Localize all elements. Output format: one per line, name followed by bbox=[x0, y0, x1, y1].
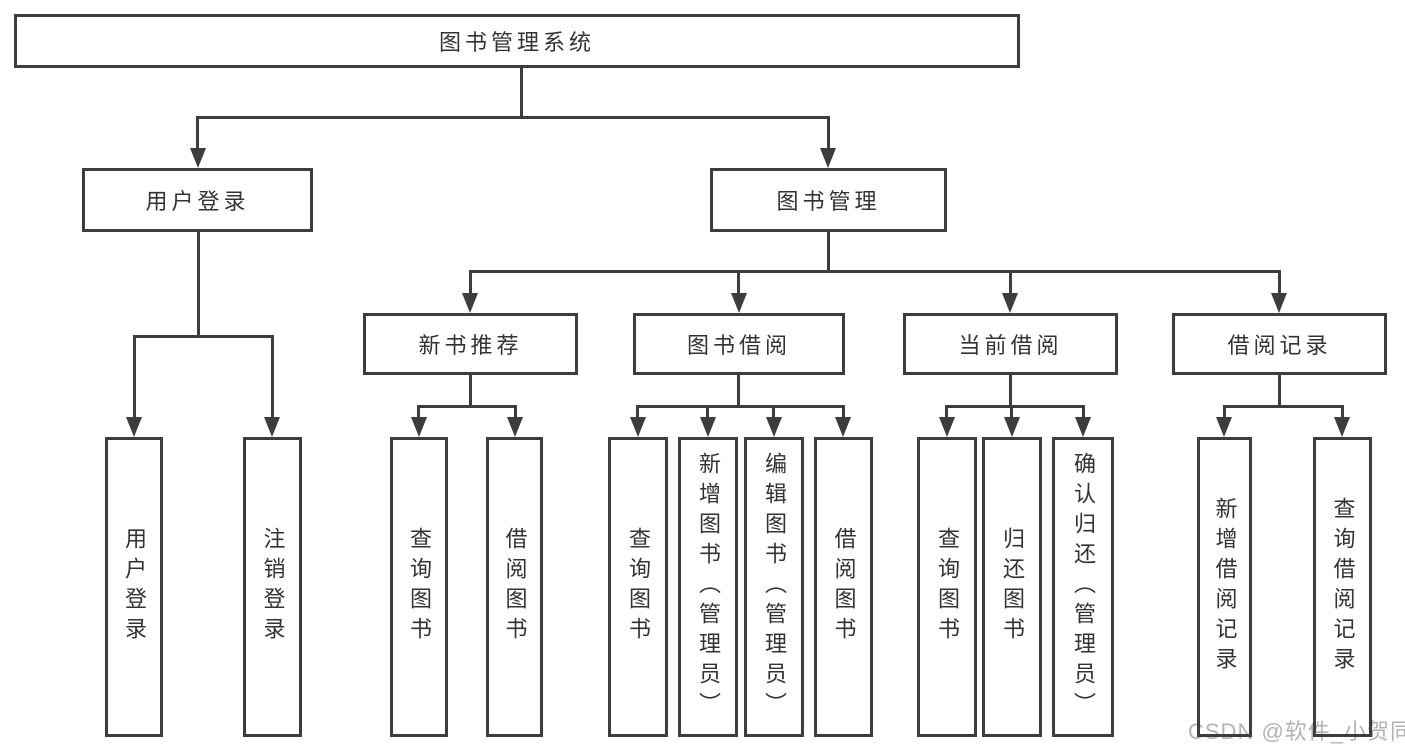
arrow-down-icon bbox=[1002, 293, 1018, 313]
line-segment bbox=[827, 232, 830, 273]
node-leaf-bb-query-books: 查询图书 bbox=[608, 437, 668, 737]
line-segment bbox=[417, 405, 420, 421]
line-segment bbox=[1082, 405, 1085, 421]
line-segment bbox=[1009, 270, 1012, 298]
line-segment bbox=[271, 335, 274, 421]
node-new-book-recommend: 新书推荐 bbox=[363, 313, 578, 375]
node-book-management-label: 图书管理 bbox=[776, 189, 881, 214]
line-segment bbox=[1010, 405, 1013, 421]
node-book-borrow-label: 图书借阅 bbox=[686, 333, 791, 358]
line-segment bbox=[1278, 375, 1281, 408]
node-leaf-br-add-record-label: 新增借阅记录 bbox=[1212, 497, 1238, 677]
arrow-down-icon bbox=[1004, 417, 1020, 437]
line-segment bbox=[133, 335, 136, 421]
node-leaf-cb-return-books: 归还图书 bbox=[982, 437, 1042, 737]
line-segment bbox=[1009, 375, 1012, 408]
line-segment bbox=[945, 405, 1085, 408]
node-leaf-cb-confirm-return-admin-label: 确认归还（管理员） bbox=[1071, 452, 1096, 722]
node-leaf-logout-label: 注销登录 bbox=[260, 527, 286, 647]
node-leaf-bb-borrow-books-label: 借阅图书 bbox=[831, 527, 857, 647]
node-new-book-recommend-label: 新书推荐 bbox=[418, 333, 523, 358]
line-segment bbox=[196, 116, 830, 119]
node-leaf-logout: 注销登录 bbox=[243, 437, 302, 737]
line-segment bbox=[772, 405, 775, 421]
line-segment bbox=[197, 232, 200, 338]
line-segment bbox=[1278, 270, 1281, 298]
node-library-system-label: 图书管理系统 bbox=[438, 30, 595, 55]
node-user-login-label: 用户登录 bbox=[145, 189, 250, 214]
line-segment bbox=[842, 405, 845, 421]
node-leaf-user-login-action-label: 用户登录 bbox=[122, 527, 147, 647]
line-segment bbox=[133, 335, 274, 338]
node-leaf-br-query-record-label: 查询借阅记录 bbox=[1330, 497, 1356, 677]
arrow-down-icon bbox=[126, 417, 142, 437]
arrow-down-icon bbox=[820, 148, 836, 168]
arrow-down-icon bbox=[1075, 417, 1091, 437]
line-segment bbox=[520, 68, 523, 119]
line-segment bbox=[1223, 405, 1344, 408]
node-book-borrow: 图书借阅 bbox=[633, 313, 845, 375]
arrow-down-icon bbox=[462, 293, 478, 313]
node-leaf-nb-query-books-label: 查询图书 bbox=[407, 527, 432, 647]
node-leaf-cb-query-books: 查询图书 bbox=[917, 437, 977, 737]
line-segment bbox=[1223, 405, 1226, 421]
line-segment bbox=[827, 116, 830, 152]
line-segment bbox=[469, 375, 472, 408]
arrow-down-icon bbox=[731, 293, 747, 313]
arrow-down-icon bbox=[264, 417, 280, 437]
node-leaf-cb-query-books-label: 查询图书 bbox=[935, 527, 960, 647]
arrow-down-icon bbox=[939, 417, 955, 437]
node-user-login: 用户登录 bbox=[82, 168, 313, 232]
line-segment bbox=[636, 405, 845, 408]
node-current-borrow: 当前借阅 bbox=[903, 313, 1118, 375]
line-segment bbox=[469, 270, 1281, 273]
arrow-down-icon bbox=[507, 417, 523, 437]
line-segment bbox=[196, 116, 199, 152]
arrow-down-icon bbox=[1271, 293, 1287, 313]
line-segment bbox=[706, 405, 709, 421]
arrow-down-icon bbox=[766, 417, 782, 437]
node-leaf-cb-confirm-return-admin: 确认归还（管理员） bbox=[1052, 437, 1114, 737]
node-leaf-nb-borrow-books: 借阅图书 bbox=[486, 437, 543, 737]
node-leaf-bb-add-books-admin: 新增图书（管理员） bbox=[678, 437, 738, 737]
node-borrow-records-label: 借阅记录 bbox=[1227, 333, 1332, 358]
arrow-down-icon bbox=[1334, 417, 1350, 437]
line-segment bbox=[737, 270, 740, 298]
node-leaf-user-login-action: 用户登录 bbox=[105, 437, 163, 737]
arrow-down-icon bbox=[700, 417, 716, 437]
node-leaf-bb-edit-books-admin: 编辑图书（管理员） bbox=[744, 437, 804, 737]
node-leaf-nb-query-books: 查询图书 bbox=[390, 437, 448, 737]
arrow-down-icon bbox=[411, 417, 427, 437]
arrow-down-icon bbox=[1216, 417, 1232, 437]
watermark-csdn: CSDN @软件_小贺同学 bbox=[1188, 719, 1405, 744]
line-segment bbox=[636, 405, 639, 421]
node-library-system: 图书管理系统 bbox=[14, 14, 1020, 68]
node-leaf-bb-edit-books-admin-label: 编辑图书（管理员） bbox=[762, 452, 787, 722]
line-segment bbox=[945, 405, 948, 421]
line-segment bbox=[469, 270, 472, 298]
node-leaf-bb-borrow-books: 借阅图书 bbox=[814, 437, 873, 737]
node-leaf-bb-add-books-admin-label: 新增图书（管理员） bbox=[696, 452, 721, 722]
arrow-down-icon bbox=[190, 148, 206, 168]
arrow-down-icon bbox=[835, 417, 851, 437]
line-segment bbox=[514, 405, 517, 421]
node-borrow-records: 借阅记录 bbox=[1172, 313, 1387, 375]
node-leaf-br-add-record: 新增借阅记录 bbox=[1197, 437, 1252, 737]
node-leaf-cb-return-books-label: 归还图书 bbox=[1000, 527, 1025, 647]
node-leaf-br-query-record: 查询借阅记录 bbox=[1313, 437, 1372, 737]
line-segment bbox=[1341, 405, 1344, 421]
arrow-down-icon bbox=[630, 417, 646, 437]
node-book-management: 图书管理 bbox=[710, 168, 947, 232]
node-leaf-nb-borrow-books-label: 借阅图书 bbox=[502, 527, 528, 647]
node-leaf-bb-query-books-label: 查询图书 bbox=[626, 527, 651, 647]
node-current-borrow-label: 当前借阅 bbox=[958, 333, 1063, 358]
line-segment bbox=[737, 375, 740, 408]
line-segment bbox=[417, 405, 517, 408]
